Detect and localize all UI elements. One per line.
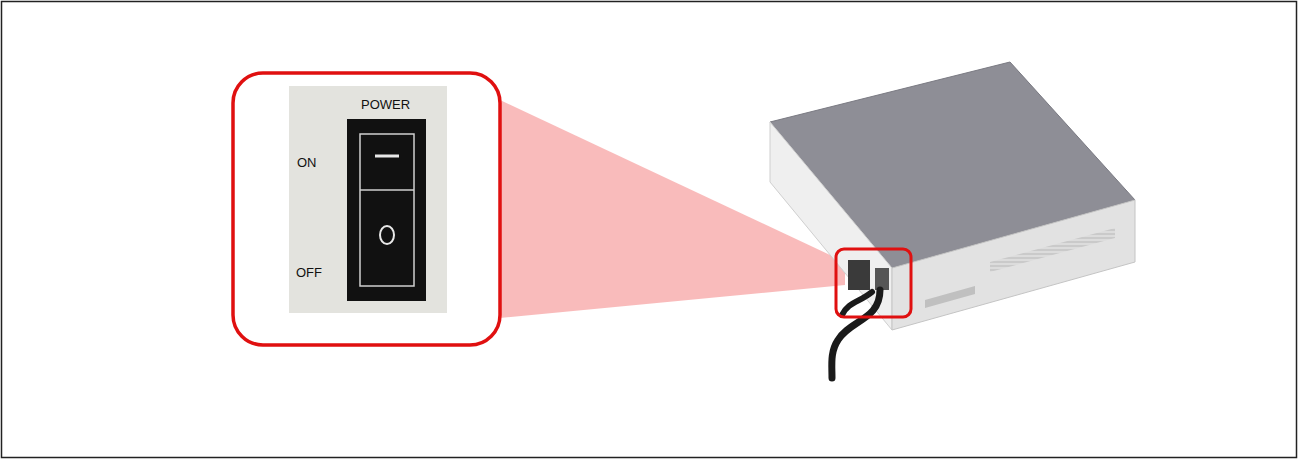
on-marking: ON [297,156,317,169]
device [770,62,1135,378]
callout [233,73,500,345]
off-marking: OFF [296,266,322,279]
switch-title: POWER [361,98,410,111]
rocker-switch [347,119,426,301]
highlight-box [836,249,911,317]
